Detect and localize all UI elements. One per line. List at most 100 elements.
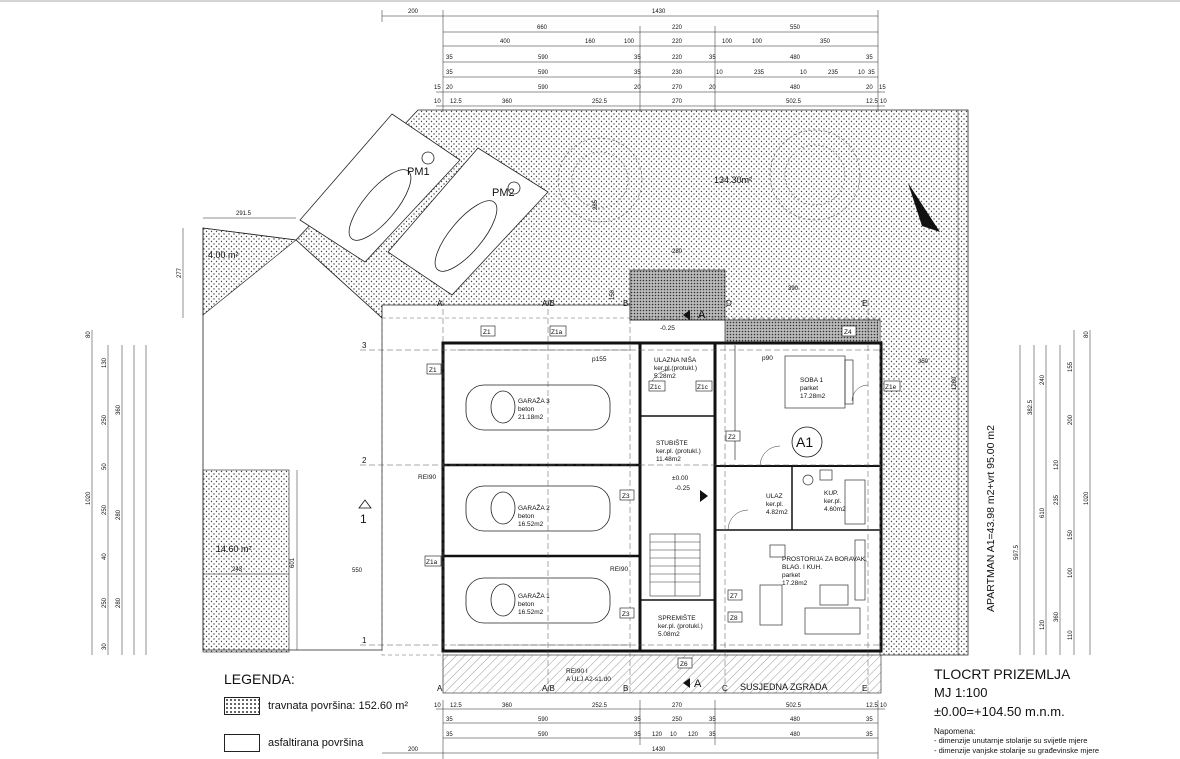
dim-bot-35e: 35: [446, 732, 453, 738]
dim-277: 277: [177, 267, 183, 278]
dim-bot-35f: 35: [634, 732, 641, 738]
section-marker-a-bottom: A: [683, 678, 702, 690]
neighbor-building-hatch: [442, 654, 882, 694]
dim-top-15a: 15: [434, 85, 441, 91]
svg-text:5.28m2: 5.28m2: [654, 373, 676, 380]
svg-text:Z8: Z8: [730, 615, 738, 622]
dim-bot-35d: 35: [866, 717, 873, 723]
svg-text:21.18m2: 21.18m2: [518, 414, 544, 421]
svg-text:ker.pl. (protukl.): ker.pl. (protukl.): [656, 448, 701, 455]
note-heading: Napomena:: [934, 727, 976, 736]
dim-top-480b: 480: [790, 85, 801, 91]
svg-text:parket: parket: [800, 385, 818, 392]
level-mark-3: -0.25: [675, 485, 690, 492]
room-soba-1: SOBA 1 parket 17.28m2: [800, 377, 826, 400]
svg-text:Z1a: Z1a: [551, 329, 563, 336]
dim-top-350: 350: [820, 39, 831, 45]
p155-label: p155: [592, 356, 607, 363]
dim-top-220a: 220: [672, 25, 683, 31]
svg-text:17.28m2: 17.28m2: [782, 580, 808, 587]
title-block: TLOCRT PRIZEMLJA MJ 1:100 ±0.00=+104.50 …: [934, 666, 1099, 756]
dim-bot-10c: 10: [670, 732, 677, 738]
window-door-tags: Z1 Z1a Z1 Z1c Z1c Z2 Z3 Z1a Z3 Z4 Z1e Z6…: [424, 325, 901, 669]
dim-top-660: 660: [537, 25, 548, 31]
svg-text:1: 1: [360, 512, 367, 526]
legend-grass-label: travnata površina: 152.60 m²: [268, 700, 409, 712]
neighbor-building-label: SUSJEDNA ZGRADA: [740, 682, 828, 692]
note-line-1: - dimenzije unutarnje stolarije su svije…: [934, 736, 1088, 745]
dim-150: 150: [610, 289, 616, 300]
dim-top-480a: 480: [790, 55, 801, 61]
axis-e-bottom: E: [862, 684, 867, 693]
svg-text:SPREMIŠTE: SPREMIŠTE: [658, 613, 696, 622]
svg-text:A: A: [698, 309, 706, 321]
dim-left-250c: 250: [102, 597, 108, 608]
dim-bot-35a: 35: [446, 717, 453, 723]
dim-350: 350: [918, 359, 929, 365]
dim-top-10c: 10: [858, 70, 865, 76]
svg-text:Z3: Z3: [622, 493, 630, 500]
drawing-scale: MJ 1:100: [934, 685, 988, 700]
dim-280: 280: [672, 249, 683, 255]
svg-text:A1: A1: [796, 434, 813, 450]
p90-label: p90: [762, 355, 773, 362]
dim-top-12-5b: 12.5: [866, 99, 878, 105]
svg-text:GARAŽA 1: GARAŽA 1: [518, 591, 550, 600]
dim-bot-10b: 10: [880, 703, 887, 709]
car-symbols: [465, 384, 611, 624]
svg-text:ker.pl.: ker.pl.: [766, 501, 784, 508]
svg-text:STUBIŠTE: STUBIŠTE: [656, 438, 688, 447]
dim-top-1430: 1430: [652, 9, 666, 15]
dim-bot-590a: 590: [538, 717, 549, 723]
room-garaza-3: GARAŽA 3 beton 21.18m2: [518, 396, 550, 421]
dim-top-590b: 590: [538, 70, 549, 76]
svg-text:SOBA 1: SOBA 1: [800, 377, 824, 384]
rei90-label-2: REI90: [610, 566, 628, 573]
legend-asphalt: asfaltirana površina: [224, 734, 363, 752]
dim-top-400: 400: [500, 39, 511, 45]
svg-text:5.08m2: 5.08m2: [658, 631, 680, 638]
room-boravak: PROSTORIJA ZA BORAVAK, BLAG. I KUH. park…: [782, 556, 867, 587]
dim-bot-120a: 120: [652, 732, 663, 738]
dim-bot-1430: 1430: [652, 747, 666, 753]
svg-text:ULAZ: ULAZ: [766, 493, 783, 500]
rei90-label: REI90: [418, 474, 436, 481]
dim-top-100b: 100: [722, 39, 733, 45]
axis-e-top: E: [862, 299, 867, 308]
dim-top-100c: 100: [752, 39, 763, 45]
axis-d-top: D: [726, 299, 732, 308]
dim-left-250a: 250: [102, 414, 108, 425]
svg-text:16.52m2: 16.52m2: [518, 521, 544, 528]
dim-top-35a: 35: [446, 55, 453, 61]
dim-top-12-5a: 12.5: [450, 99, 462, 105]
dim-bot-590b: 590: [538, 732, 549, 738]
room-ulaz: ULAZ ker.pl. 4.82m2: [766, 493, 788, 516]
dim-bot-480b: 480: [790, 732, 801, 738]
rei-label: REI90 I: [566, 668, 588, 675]
drawing-title: TLOCRT PRIZEMLJA: [934, 666, 1071, 682]
dim-right-382-5: 382.5: [1028, 399, 1034, 415]
dim-top-200: 200: [408, 9, 419, 15]
parking-spaces: [299, 113, 549, 296]
dim-top-252-5: 252.5: [592, 99, 608, 105]
dim-top-20b: 20: [634, 85, 641, 91]
dim-right-120b: 120: [1040, 619, 1046, 630]
svg-text:ker.pl.: ker.pl.: [824, 498, 842, 505]
svg-text:Z6: Z6: [680, 661, 688, 668]
dim-right-110: 110: [1068, 630, 1074, 640]
dim-1280: 1280: [952, 376, 958, 390]
axis-1: 1: [362, 636, 367, 645]
dimension-lines-sides: [91, 110, 1091, 655]
dim-bot-252-5: 252.5: [592, 703, 608, 709]
svg-text:ker.pl. (protukl.): ker.pl. (protukl.): [658, 623, 703, 630]
svg-text:Z1a: Z1a: [426, 559, 438, 566]
dim-top-35b: 35: [634, 55, 641, 61]
dim-left-50: 50: [102, 463, 108, 470]
dim-bot-502-5: 502.5: [786, 703, 802, 709]
dimension-lines-bottom: [382, 700, 885, 759]
svg-text:4.60m2: 4.60m2: [824, 506, 846, 513]
svg-text:Z7: Z7: [730, 593, 738, 600]
dim-right-610: 610: [1040, 507, 1046, 518]
dim-left-280a: 280: [116, 509, 122, 520]
